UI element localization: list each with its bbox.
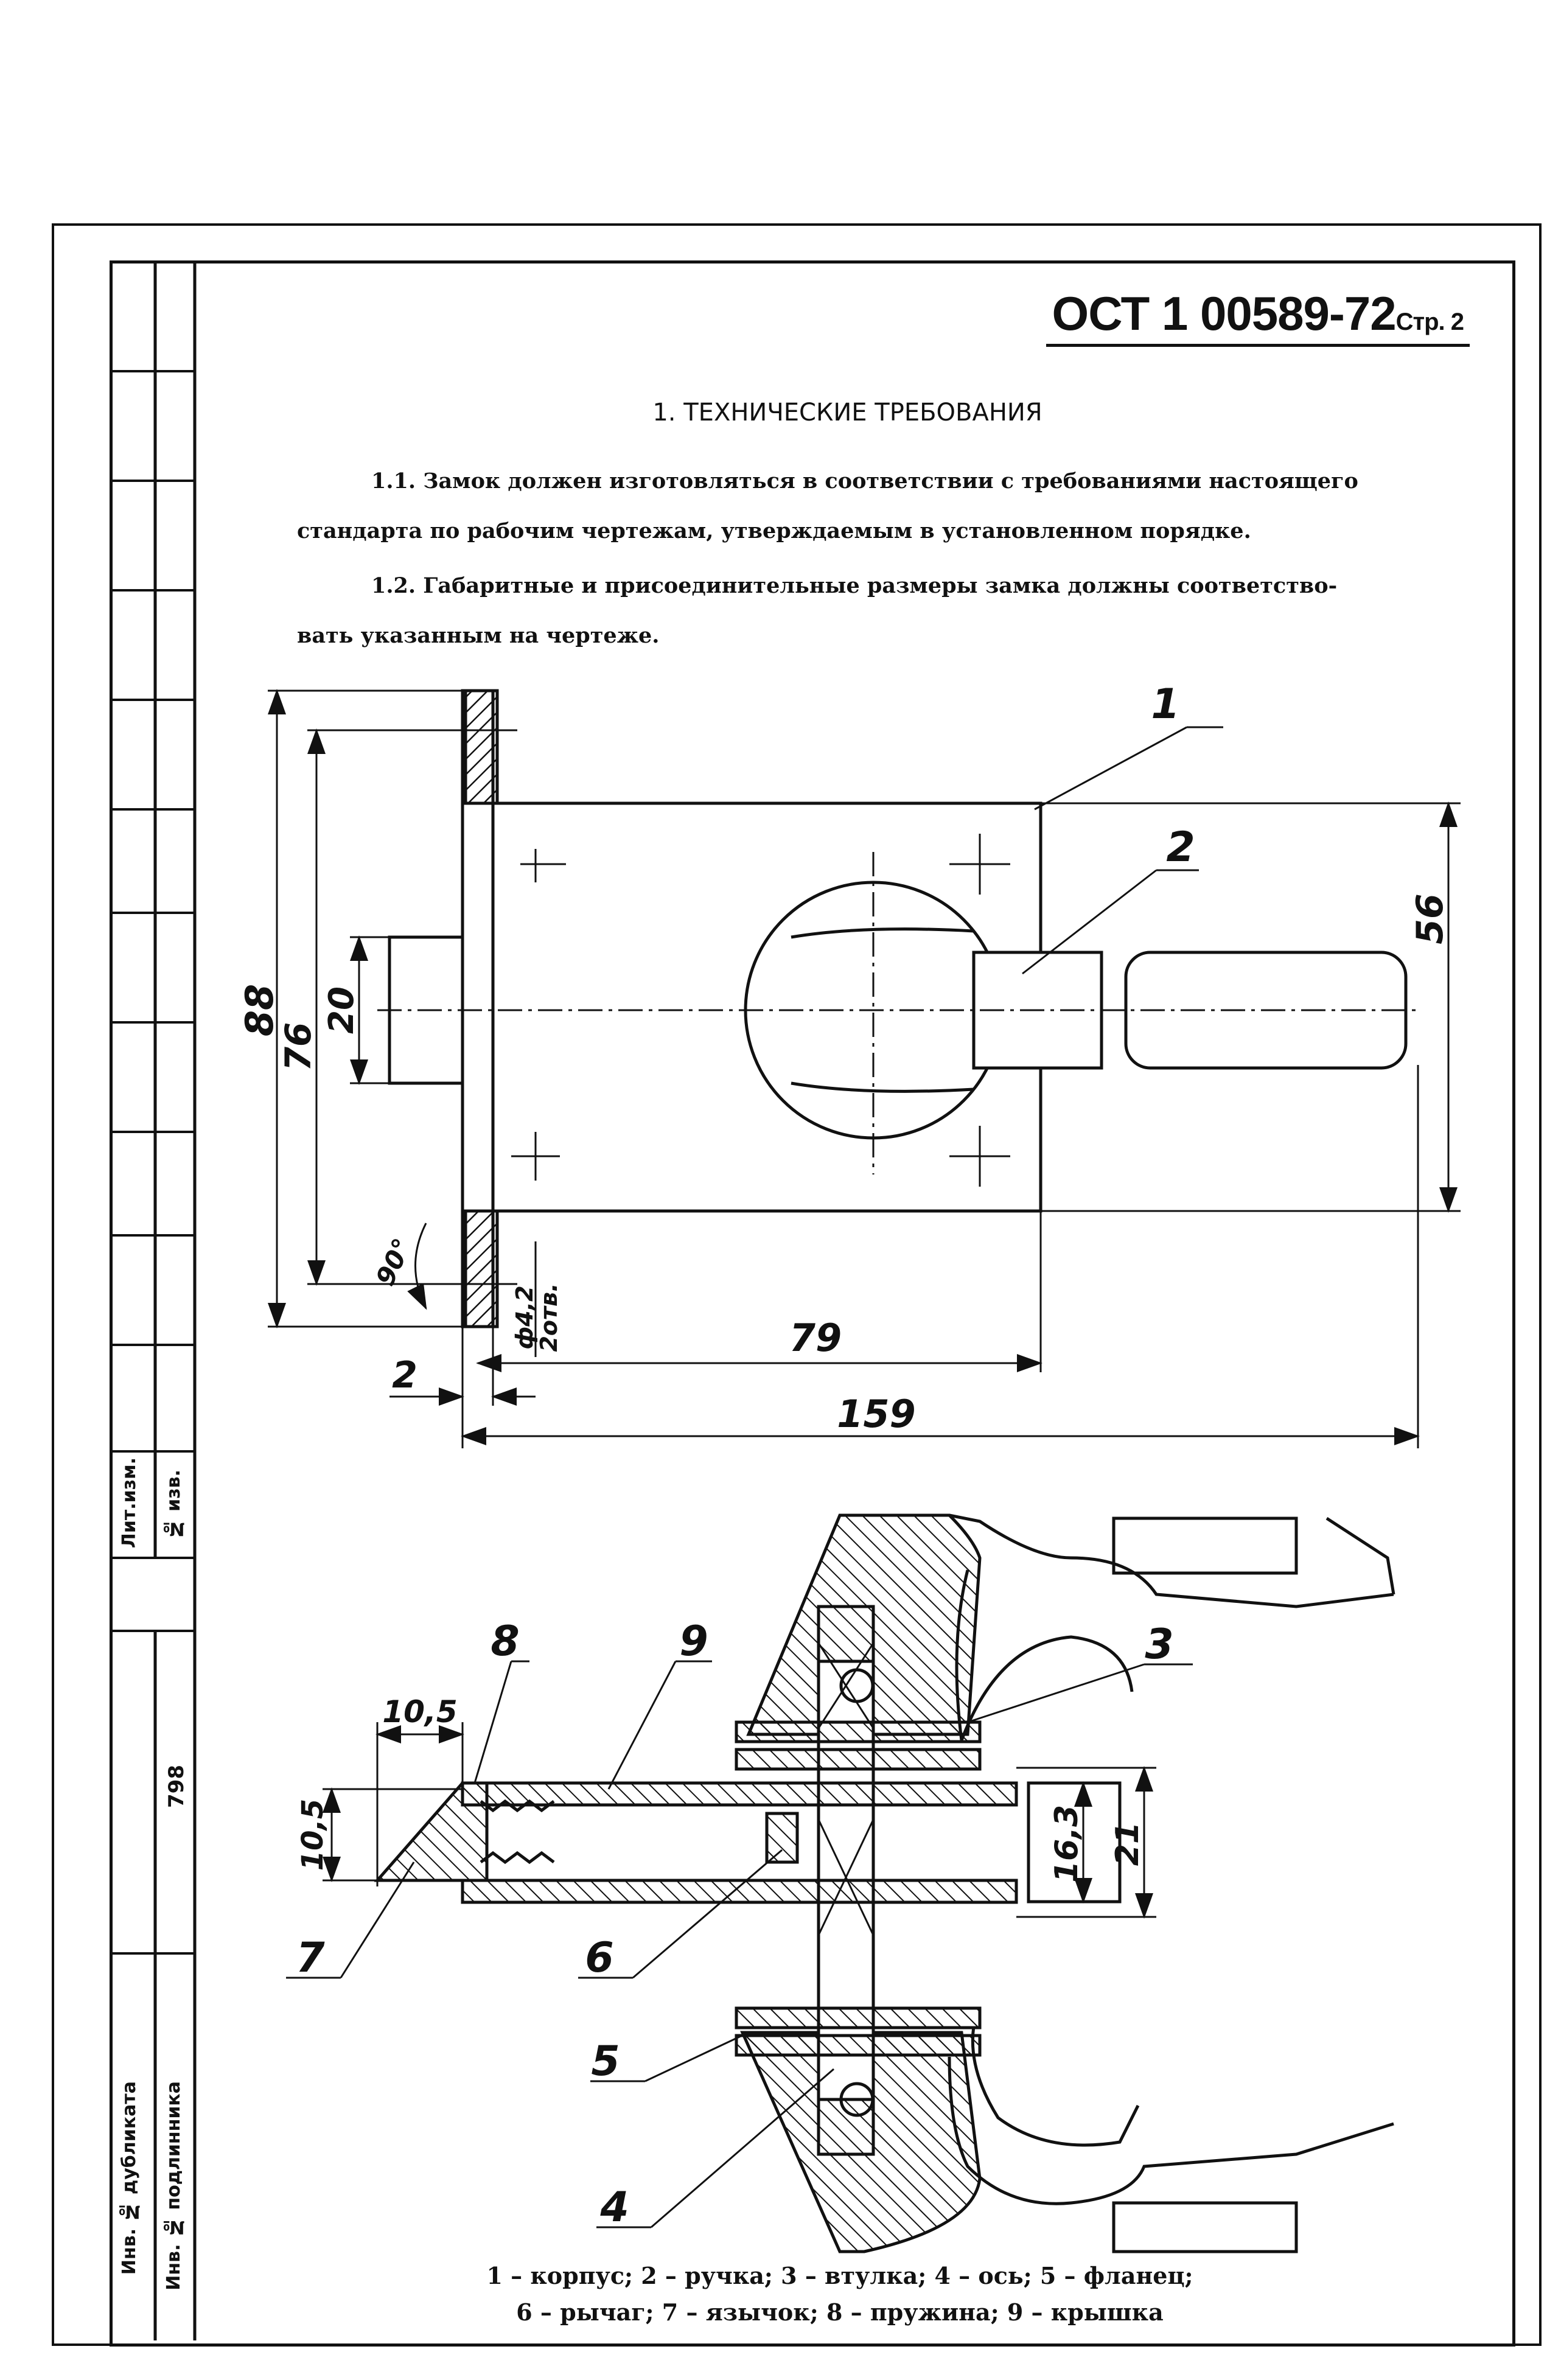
dim-21: 21 <box>1109 1822 1146 1866</box>
callout-1: 1 <box>1151 680 1179 728</box>
callout-3: 3 <box>1145 1621 1173 1669</box>
callout-2: 2 <box>1166 823 1195 871</box>
document-number: ОСТ 1 00589-72Стр. 2 <box>1046 286 1470 347</box>
legend-line-1: 1 – корпус; 2 – ручка; 3 – втулка; 4 – о… <box>486 2262 1193 2289</box>
callout-6: 6 <box>585 1934 613 1982</box>
callout-4: 4 <box>599 2183 629 2232</box>
callout-5: 5 <box>591 2037 620 2085</box>
para-1-line-1: 1.1. Замок должен изготовляться в соотве… <box>371 469 1358 494</box>
callout-9: 9 <box>679 1617 708 1666</box>
para-2-line-2: вать указанным на чертеже. <box>297 623 660 648</box>
page-label: Стр. 2 <box>1395 309 1464 335</box>
dim-20: 20 <box>322 986 361 1034</box>
callout-7: 7 <box>296 1934 325 1982</box>
section-title: 1. ТЕХНИЧЕСКИЕ ТРЕБОВАНИЯ <box>652 399 1042 427</box>
drawing-frame <box>110 260 1515 2347</box>
legend-line-2: 6 – рычаг; 7 – язычок; 8 – пружина; 9 – … <box>516 2298 1164 2326</box>
dim-2: 2 <box>392 1354 417 1397</box>
dim-56: 56 <box>1409 893 1451 944</box>
dim-16-3: 16,3 <box>1049 1805 1085 1883</box>
dim-10-5-side: 10,5 <box>296 1799 330 1871</box>
callout-8: 8 <box>491 1617 519 1666</box>
dim-159: 159 <box>837 1392 915 1436</box>
para-1-line-2: стандарта по рабочим чертежам, утверждае… <box>297 518 1251 543</box>
para-2-line-1: 1.2. Габаритные и присоединительные разм… <box>371 573 1338 598</box>
dim-88: 88 <box>237 984 282 1036</box>
dim-76: 76 <box>278 1022 319 1072</box>
dim-79: 79 <box>789 1316 842 1360</box>
hole-diameter: ф4,2 <box>511 1285 538 1349</box>
hole-count: 2отв. <box>536 1283 562 1352</box>
doc-number-text: ОСТ 1 00589-72 <box>1052 287 1397 340</box>
dim-10-5-top: 10,5 <box>382 1694 457 1729</box>
